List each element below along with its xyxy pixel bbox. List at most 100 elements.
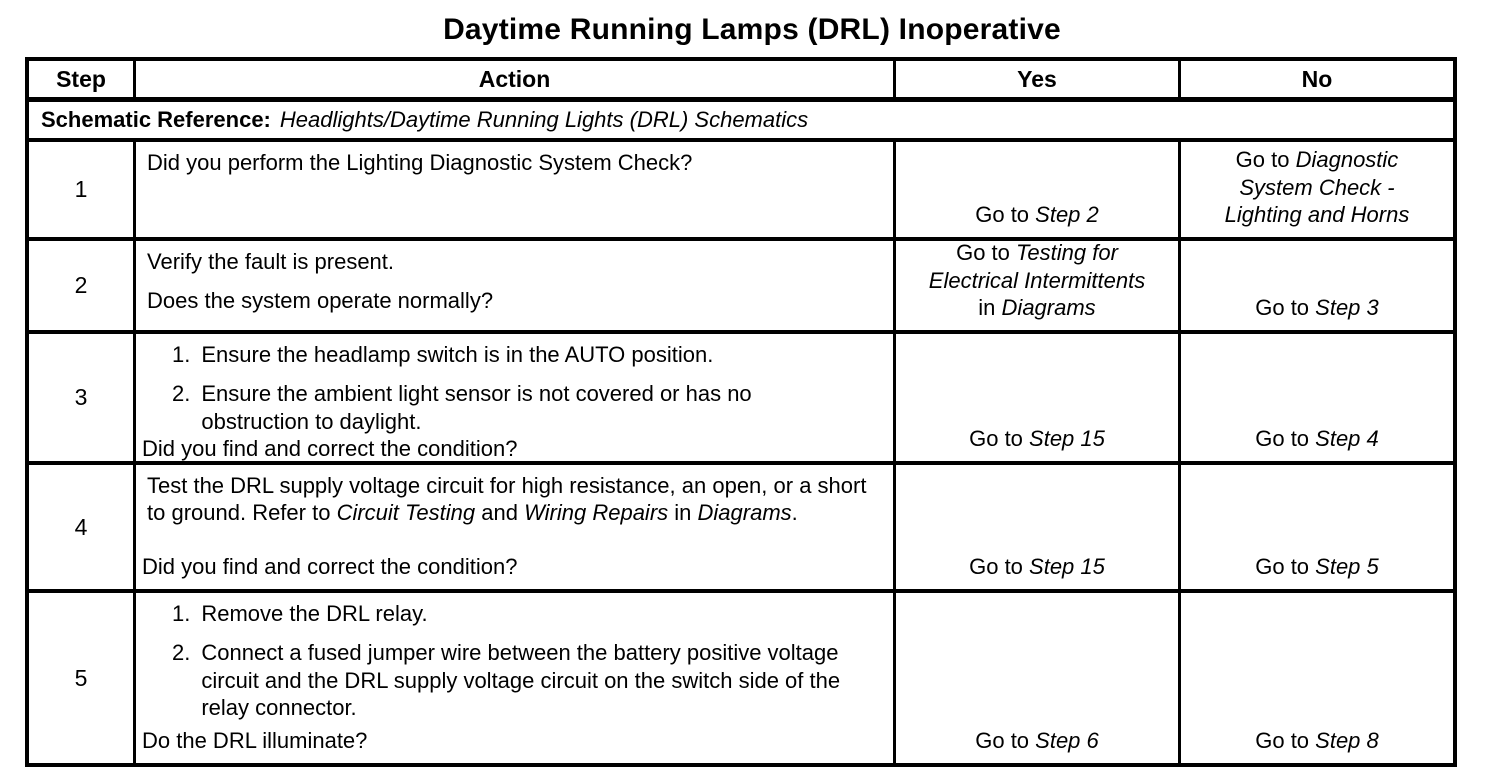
no-goto-reference: Go to Step 3	[1255, 294, 1379, 322]
plain-text: Test the DRL supply voltage circuit for …	[147, 473, 867, 526]
reference-text: Lighting and Horns	[1224, 202, 1410, 228]
list-number: 2.	[172, 640, 191, 666]
no-goto-reference: Go to Step 5	[1255, 553, 1379, 581]
column-header-action: Action	[133, 61, 893, 97]
plain-text: Connect a fused jumper wire between the …	[201, 640, 841, 720]
reference-text: Step 2	[1035, 202, 1099, 228]
plain-text: Did you perform the Lighting Diagnostic …	[147, 150, 693, 175]
action-question: Did you find and correct the condition?	[142, 435, 885, 461]
action-body: 1. Remove the DRL relay. 2. Connect a fused…	[142, 600, 885, 721]
plain-text: Remove the DRL relay.	[201, 601, 428, 626]
no-cell: Go to Step 5	[1178, 465, 1453, 589]
action-cell: 1. Ensure the headlamp switch is in the A…	[133, 334, 893, 461]
plain-text: in	[978, 295, 1002, 321]
reference-text: Diagrams	[1001, 295, 1096, 321]
step-cell: 1	[29, 142, 133, 237]
action-question: Do the DRL illuminate?	[142, 727, 885, 754]
yes-cell: Go to Step 15	[893, 334, 1178, 461]
step-number: 1	[74, 176, 88, 202]
plain-text: and	[475, 500, 525, 526]
column-header-yes: Yes	[893, 61, 1178, 97]
yes-goto-reference: Go to Step 15	[969, 425, 1105, 453]
action-paragraph: Verify the fault is present.	[147, 248, 869, 275]
schematic-reference-row: Schematic Reference: Headlights/Daytime …	[29, 102, 1453, 142]
action-body: Verify the fault is present. Does the sys…	[142, 248, 885, 315]
reference-text: Diagnostic	[1295, 146, 1399, 172]
reference-text: Step 4	[1315, 426, 1379, 452]
yes-cell: Go to Step 6	[893, 593, 1178, 763]
plain-text: Ensure the headlamp switch is in the AUT…	[201, 342, 714, 367]
table-header-row: Step Action Yes No	[29, 61, 1453, 102]
action-list-item: 2. Ensure the ambient light sensor is not…	[172, 380, 885, 435]
table-row-step-5: 5 1. Remove the DRL relay. 2. Connect a fuse…	[29, 593, 1453, 763]
no-goto-reference: Go to Step 8	[1255, 727, 1379, 755]
plain-text: Go to	[1255, 295, 1316, 321]
list-item-text: Connect a fused jumper wire between the …	[201, 639, 849, 721]
plain-text: Go to	[969, 554, 1030, 580]
table-body: 1 Did you perform the Lighting Diagnostic…	[29, 142, 1453, 763]
step-cell: 5	[29, 593, 133, 763]
table-row-step-2: 2 Verify the fault is present. Does the sy…	[29, 241, 1453, 334]
action-list-item: 1. Ensure the headlamp switch is in the A…	[172, 341, 885, 368]
reference-text: Diagrams	[697, 500, 792, 526]
plain-text: Go to	[975, 202, 1036, 228]
plain-text: Did you find and correct the condition?	[142, 553, 518, 579]
plain-text: Go to	[1235, 146, 1296, 172]
list-number: 1.	[172, 601, 191, 626]
no-goto-reference: Go to Step 4	[1255, 425, 1379, 453]
action-list-item: 1. Remove the DRL relay.	[172, 600, 885, 627]
plain-text: Go to	[975, 728, 1036, 754]
plain-text: .	[791, 500, 798, 526]
list-number: 1.	[172, 342, 191, 367]
schematic-reference-label: Schematic Reference:	[41, 107, 271, 132]
reference-text: Step 8	[1315, 728, 1379, 754]
plain-text: Do the DRL illuminate?	[142, 727, 368, 753]
yes-cell: Go to Step 2	[893, 142, 1178, 237]
page-title: Daytime Running Lamps (DRL) Inoperative	[443, 13, 1061, 46]
action-paragraph: Did you perform the Lighting Diagnostic …	[147, 149, 869, 176]
list-number: 2.	[172, 381, 191, 407]
yes-goto-reference: Go to Step 6	[975, 727, 1099, 755]
step-cell: 4	[29, 465, 133, 589]
action-body: Did you perform the Lighting Diagnostic …	[142, 149, 885, 176]
table-row-step-3: 3 1. Ensure the headlamp switch is in the …	[29, 334, 1453, 465]
list-item-text: Remove the DRL relay.	[201, 600, 427, 627]
plain-text: Go to	[1255, 728, 1316, 754]
diagnostic-table: Step Action Yes No Schematic Reference: …	[25, 57, 1457, 767]
schematic-reference-value: Headlights/Daytime Running Lights (DRL) …	[279, 107, 809, 132]
no-cell: Go to Step 8	[1178, 593, 1453, 763]
table-row-step-4: 4 Test the DRL supply voltage circuit for…	[29, 465, 1453, 593]
action-body: Test the DRL supply voltage circuit for …	[142, 472, 885, 527]
no-cell: Go to Step 4	[1178, 334, 1453, 461]
column-header-no: No	[1178, 61, 1453, 97]
action-paragraph: Does the system operate normally?	[147, 287, 869, 314]
reference-text: Circuit Testing	[336, 500, 476, 526]
plain-text: Does the system operate normally?	[147, 288, 494, 314]
plain-text: Go to	[1255, 426, 1316, 452]
yes-goto-reference: Go to Step 2	[975, 201, 1099, 229]
reference-text: Wiring Repairs	[524, 500, 669, 526]
step-number: 3	[74, 384, 88, 410]
action-cell: 1. Remove the DRL relay. 2. Connect a fused…	[133, 593, 893, 763]
no-cell: Go to Step 3	[1178, 241, 1453, 330]
step-cell: 2	[29, 241, 133, 330]
action-list-item: 2. Connect a fused jumper wire between th…	[172, 639, 885, 721]
plain-text: Ensure the ambient light sensor is not c…	[201, 381, 752, 434]
plain-text: Go to	[969, 426, 1030, 452]
column-header-step: Step	[56, 65, 106, 92]
reference-text: System Check -	[1239, 174, 1395, 200]
reference-text: Step 15	[1029, 554, 1105, 580]
action-cell: Test the DRL supply voltage circuit for …	[133, 465, 893, 589]
action-body: 1. Ensure the headlamp switch is in the A…	[142, 341, 885, 435]
reference-text: Step 5	[1315, 554, 1379, 580]
step-number: 5	[74, 664, 88, 691]
plain-text: Verify the fault is present.	[147, 249, 395, 274]
action-cell: Did you perform the Lighting Diagnostic …	[133, 142, 893, 237]
list-item-text: Ensure the ambient light sensor is not c…	[201, 380, 849, 435]
reference-text: Testing for	[1016, 241, 1118, 265]
reference-text: Step 15	[1029, 426, 1105, 452]
yes-cell: Go to Step 15	[893, 465, 1178, 589]
action-cell: Verify the fault is present. Does the sys…	[133, 241, 893, 330]
